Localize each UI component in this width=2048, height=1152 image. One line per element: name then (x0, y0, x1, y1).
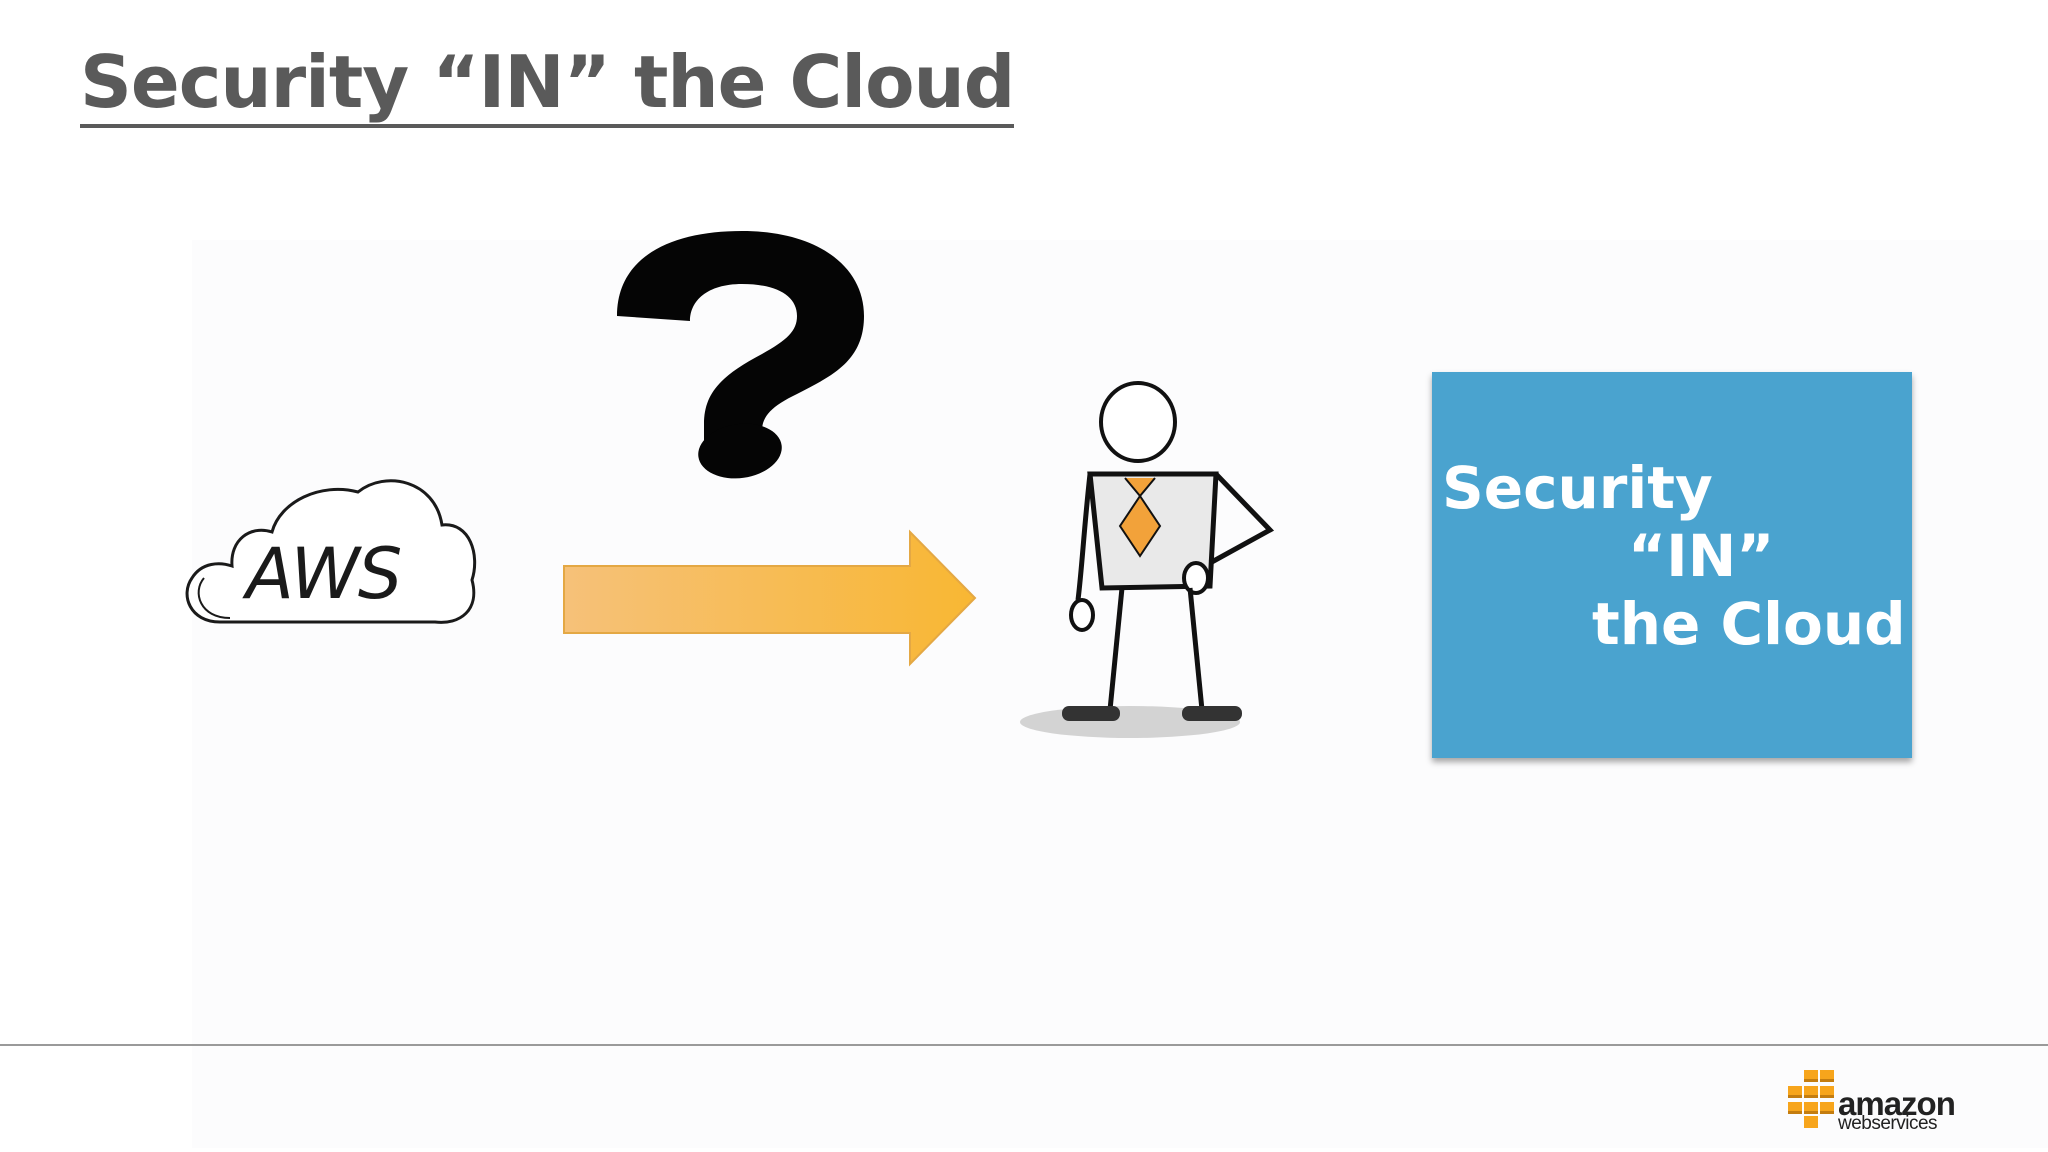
slide-title: Security “IN” the Cloud (80, 40, 1015, 128)
callout-line-2: “IN” (1628, 522, 1775, 590)
question-mark-icon (617, 231, 864, 479)
cloud-icon: AWS (185, 479, 477, 624)
callout-line-3: the Cloud (1592, 590, 1906, 658)
footer-divider (0, 1044, 2048, 1046)
arrow-right-icon (563, 529, 977, 667)
callout-box: Security “IN” the Cloud (1432, 372, 1912, 758)
aws-logo-subtext: webservices (1838, 1113, 1938, 1134)
callout-line-1: Security (1442, 454, 1713, 522)
aws-cubes-icon (1788, 1070, 1834, 1128)
cloud-label: AWS (242, 533, 401, 615)
aws-logo-word: amazon (1838, 1085, 1956, 1122)
person-with-tie-icon (1020, 381, 1275, 738)
